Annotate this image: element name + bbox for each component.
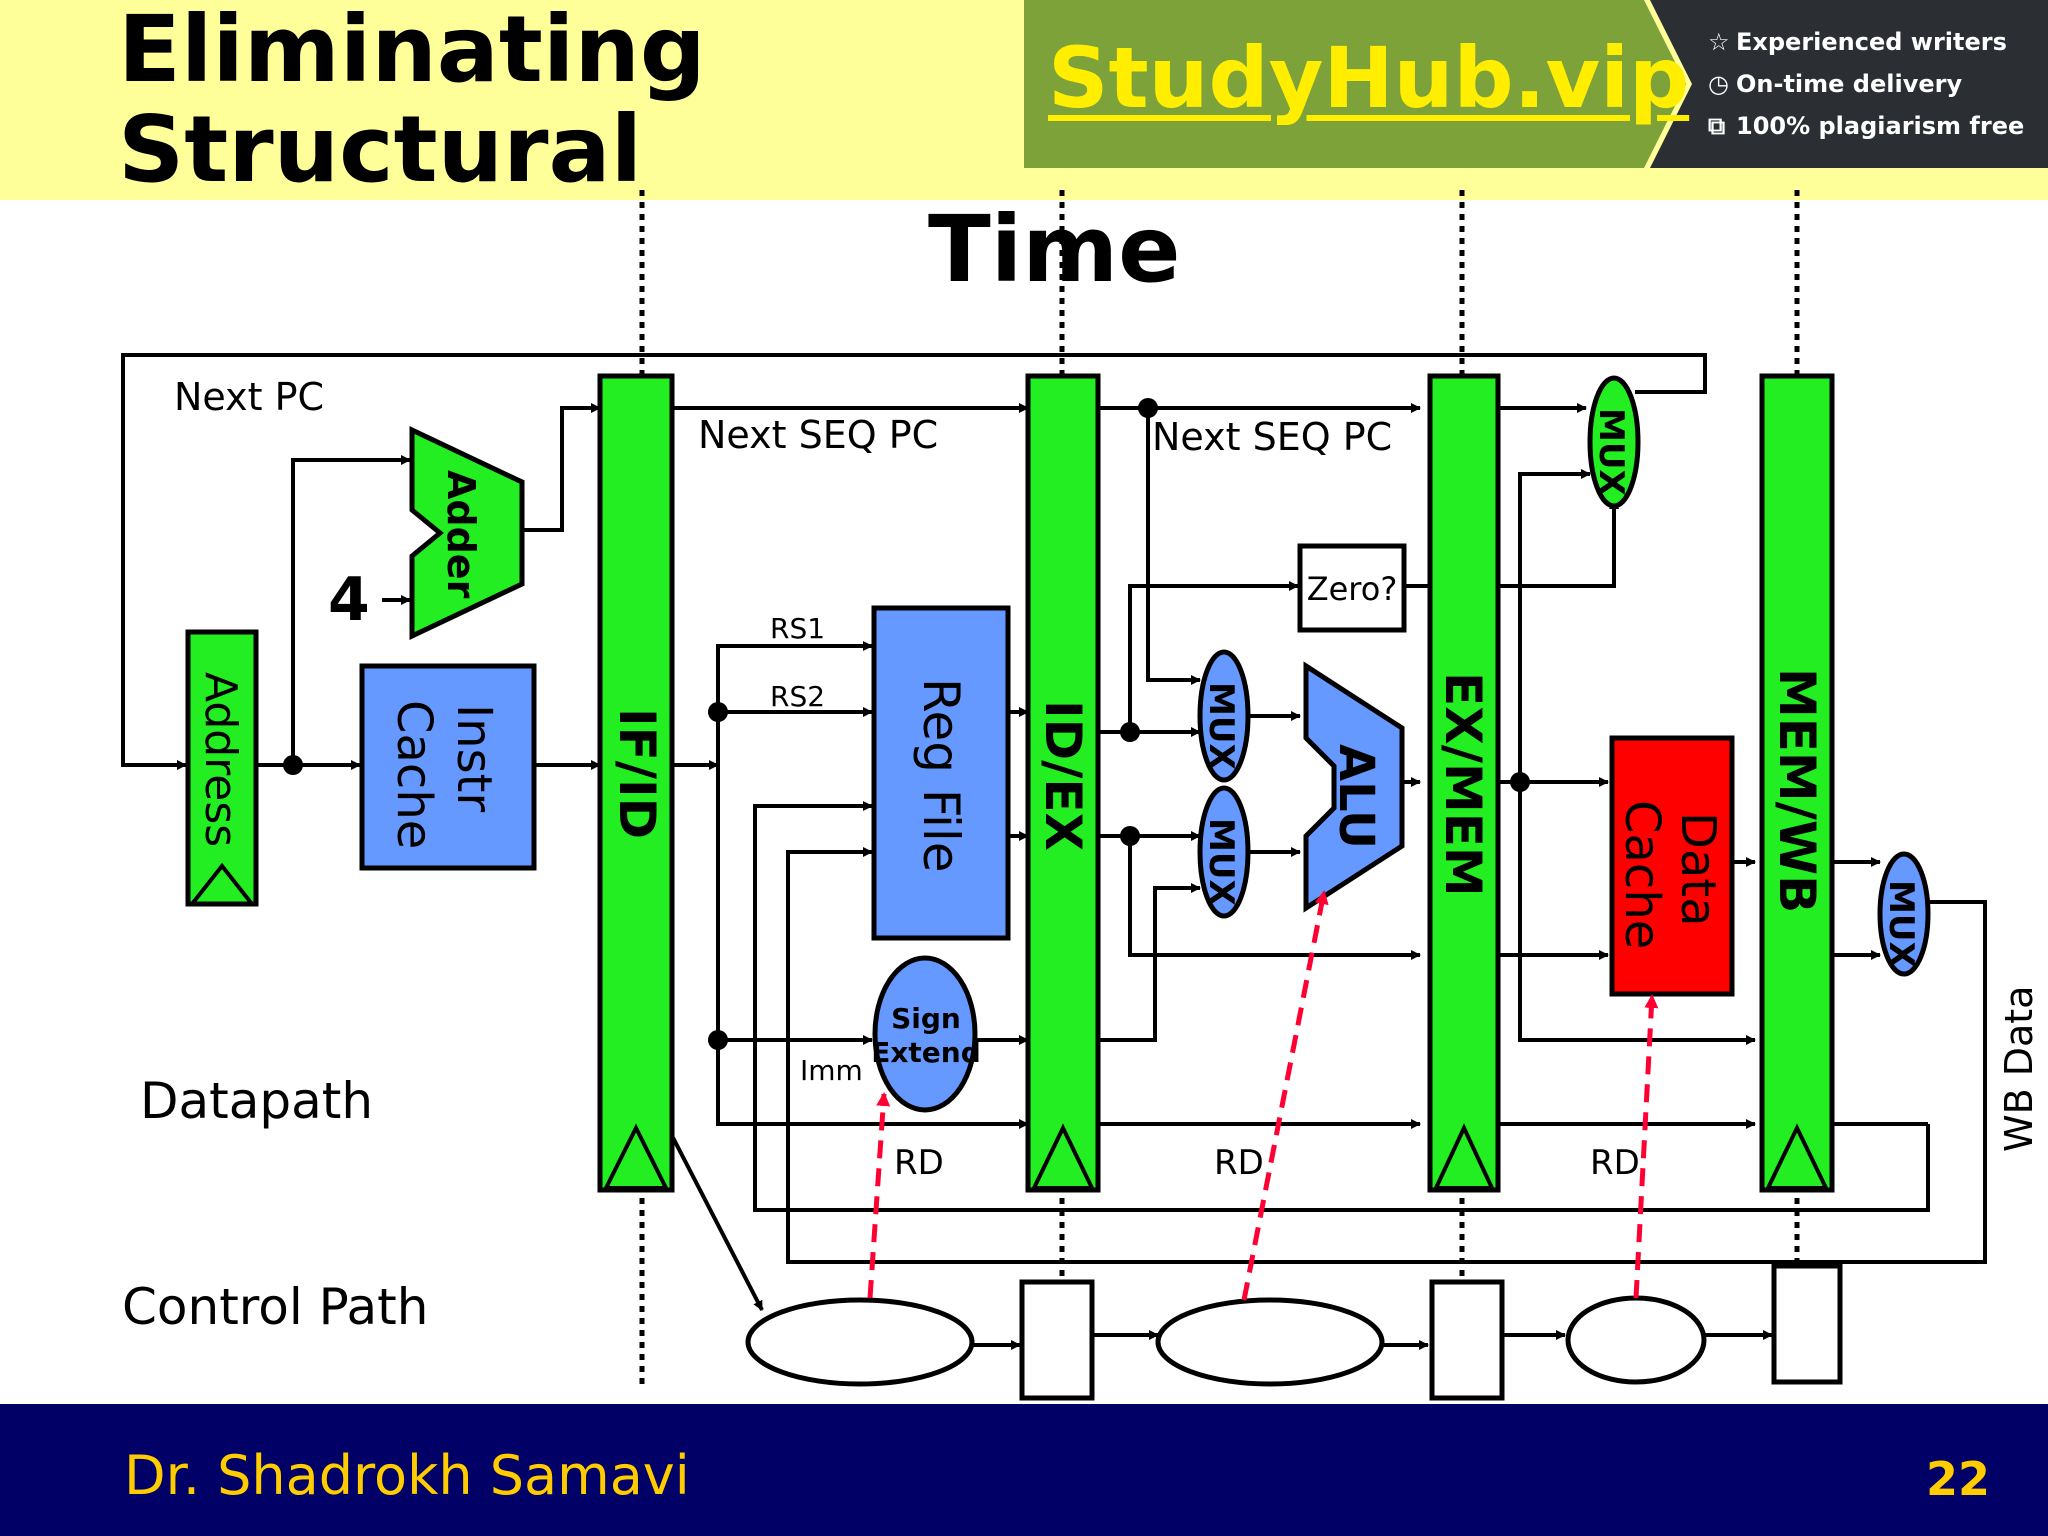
sign-extend-label-2: Extend <box>871 1036 981 1069</box>
rd-label-ex: RD <box>1214 1143 1264 1183</box>
pc-address-register: Address <box>185 629 259 907</box>
mux-label: MUX <box>1201 818 1241 906</box>
alu-result-to-mux-wire <box>1518 469 1591 782</box>
zero-to-mux-wire <box>1498 499 1619 588</box>
title-line-1: Eliminating Structural <box>118 0 706 203</box>
address-label: Address <box>195 672 246 847</box>
if-id-label: IF/ID <box>608 708 666 839</box>
constant-four: 4 <box>328 565 370 635</box>
adder-to-ifid-wire <box>522 403 601 532</box>
reg-file-label: Reg File <box>912 678 970 873</box>
mux-next-pc: MUX <box>1587 375 1641 509</box>
page-number: 22 <box>1925 1452 1990 1506</box>
idex-b-to-exmem-wire <box>1128 836 1421 960</box>
rs1-wire <box>716 641 873 1040</box>
rs2-label: RS2 <box>770 680 825 713</box>
control-memory-ellipse <box>1565 1295 1707 1385</box>
slide-footer: Dr. Shadrokh Samavi 22 <box>0 1404 2048 1536</box>
mux-label: MUX <box>1591 408 1631 496</box>
instr-cache-label-1: Instr <box>446 704 502 812</box>
next-pc-label: Next PC <box>174 375 324 419</box>
pipeline-register-if-id: IF/ID <box>597 373 675 1193</box>
control-to-dcache-arrow <box>1633 994 1659 1299</box>
alu-label: ALU <box>1328 744 1384 849</box>
next-pc-wire <box>121 353 1707 770</box>
control-register-2 <box>1429 1279 1505 1401</box>
data-cache-label-1: Data <box>1670 812 1726 927</box>
mux-label: MUX <box>1881 880 1921 968</box>
brand-link[interactable]: StudyHub.vip <box>1048 29 1690 127</box>
rd-wire <box>716 1040 1029 1129</box>
mux-alu-upper: MUX <box>1197 649 1251 783</box>
ifid-to-control-wire <box>666 1127 764 1311</box>
feature-text: 100% plagiarism free <box>1736 112 2025 140</box>
ex-mem-label: EX/MEM <box>1434 672 1492 897</box>
data-cache: Data Cache <box>1609 735 1735 997</box>
instr-cache-label-2: Cache <box>386 700 442 849</box>
title-line-2: Time <box>928 196 1181 303</box>
control-path-label: Control Path <box>122 1278 428 1336</box>
clock-icon: ◷ <box>1708 70 1729 98</box>
datapath-wires <box>121 353 1987 1350</box>
imm-to-mux-wire <box>1098 883 1201 1042</box>
junction-dots <box>283 398 1530 1050</box>
feature-text: Experienced writers <box>1736 28 2007 56</box>
diagram-labels: Next PC Next SEQ PC Next SEQ PC RS1 RS2 … <box>122 375 2041 1336</box>
banner-green-panel <box>1024 0 1686 168</box>
author-name: Dr. Shadrokh Samavi <box>124 1444 690 1507</box>
control-register-3 <box>1771 1263 1843 1385</box>
adder-label: Adder <box>439 470 483 599</box>
star-icon: ☆ <box>1708 28 1730 56</box>
data-cache-label-2: Cache <box>1614 800 1670 949</box>
idex-a-to-zero-wire <box>1128 581 1299 732</box>
rs1-label: RS1 <box>770 612 825 645</box>
control-path <box>745 1263 1843 1401</box>
feature-on-time-delivery: ◷On-time delivery <box>1708 70 1962 98</box>
zero-detect-unit: Zero? <box>1297 543 1407 633</box>
id-ex-label: ID/EX <box>1034 700 1092 851</box>
zero-label: Zero? <box>1307 570 1398 608</box>
mux-alu-lower: MUX <box>1197 785 1251 919</box>
register-file: Reg File <box>871 605 1011 941</box>
slide-title: Eliminating Structural Time <box>118 0 1181 303</box>
wb-data-label: WB Data <box>1997 986 2041 1152</box>
mem-wb-label: MEM/WB <box>1768 668 1826 913</box>
control-signal-arrows <box>867 890 1659 1301</box>
rd-label-id: RD <box>894 1143 944 1183</box>
pipeline-register-mem-wb: MEM/WB <box>1759 373 1835 1193</box>
control-register-1 <box>1019 1279 1095 1401</box>
control-execute-ellipse <box>1155 1297 1385 1387</box>
mux-label: MUX <box>1201 682 1241 770</box>
sign-extend-unit: Sign Extend <box>871 955 981 1113</box>
imm-label: Imm <box>800 1054 863 1087</box>
studyhub-watermark-banner[interactable]: StudyHub.vip ☆Experienced writers ◷On-ti… <box>1024 0 2048 168</box>
feature-text: On-time delivery <box>1736 70 1963 98</box>
control-decode-ellipse <box>745 1297 975 1387</box>
feature-plagiarism-free: ⧉ 100% plagiarism free <box>1708 112 2024 140</box>
address-to-adder-wire <box>291 455 411 765</box>
seq-pc-to-mux-wire <box>1146 408 1201 685</box>
pipeline-register-ex-mem: EX/MEM <box>1427 373 1501 1193</box>
control-to-signext-arrow <box>867 1092 891 1299</box>
alu-unit: ALU <box>1303 661 1405 913</box>
adder-unit: Adder <box>409 426 525 640</box>
control-to-alu-arrow <box>1241 890 1329 1301</box>
wb-data-wire <box>786 847 1987 1264</box>
banner-dark-panel <box>1650 0 2048 168</box>
wb-rd-wire <box>753 801 1930 1212</box>
copy-icon: ⧉ <box>1708 112 1726 140</box>
instruction-cache: Instr Cache <box>359 663 537 871</box>
feature-experienced-writers: ☆Experienced writers <box>1708 28 2007 56</box>
next-seq-pc-label-1: Next SEQ PC <box>698 413 938 457</box>
pipeline-register-id-ex: ID/EX <box>1025 373 1101 1193</box>
next-seq-pc-label-2: Next SEQ PC <box>1152 415 1392 459</box>
sign-extend-label-1: Sign <box>891 1002 961 1035</box>
mux-writeback: MUX <box>1877 851 1931 977</box>
datapath-label: Datapath <box>140 1072 373 1130</box>
alu-bypass-to-memwb-wire <box>1518 782 1756 1045</box>
rd-label-mem: RD <box>1590 1143 1640 1183</box>
